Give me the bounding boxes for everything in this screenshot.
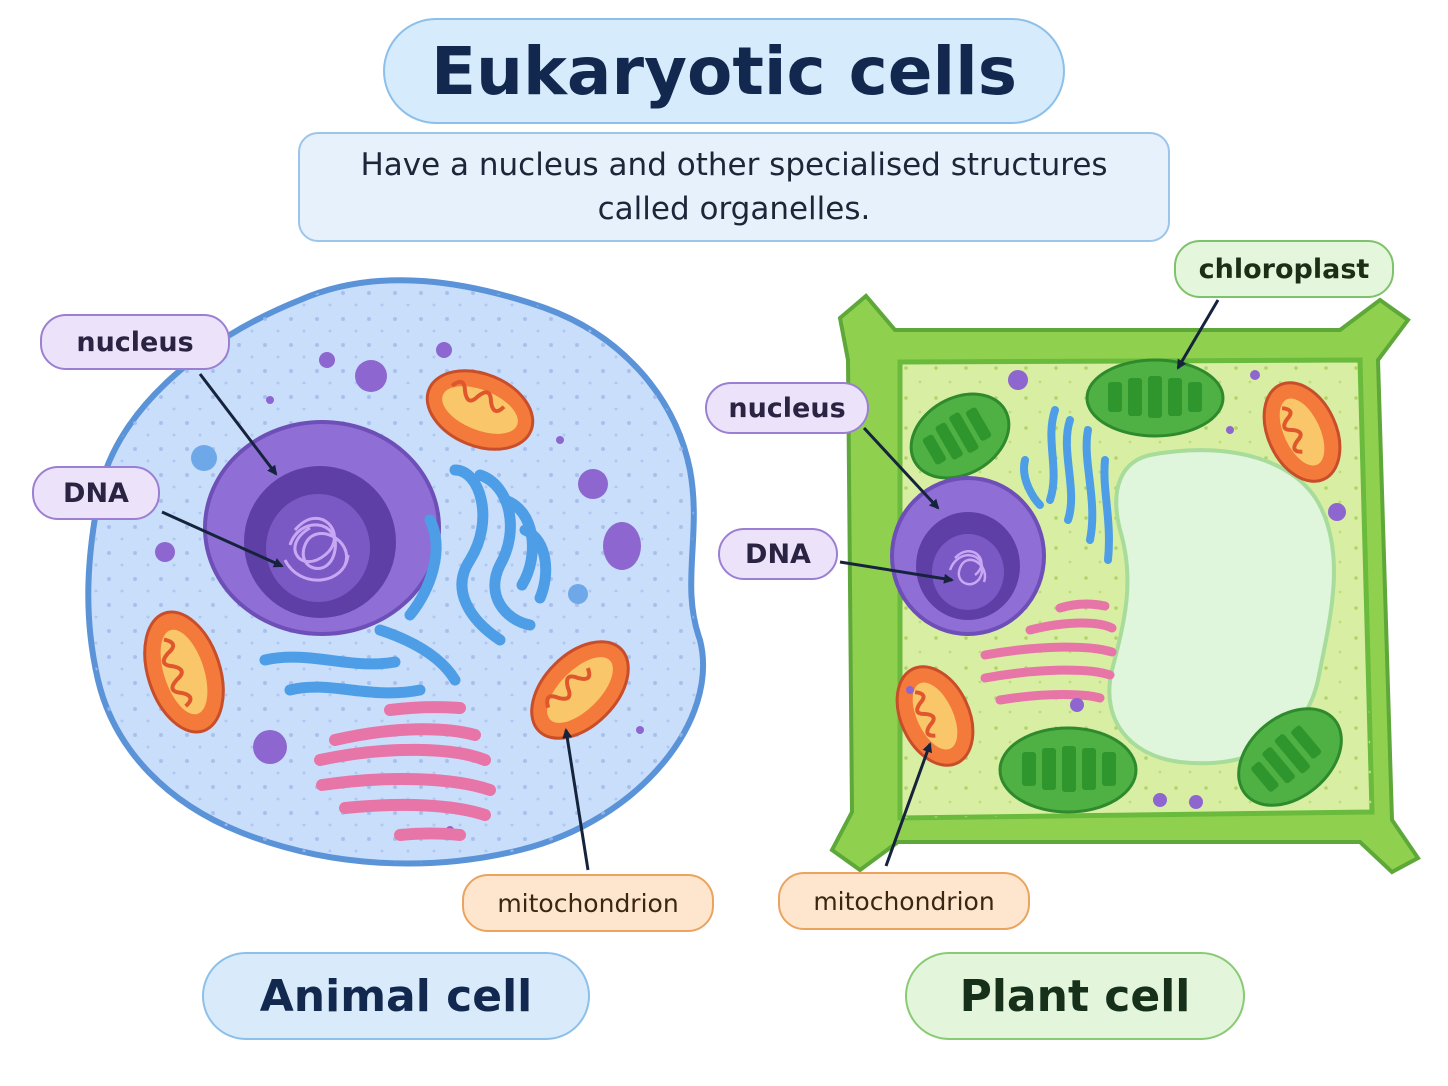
animal-cell <box>85 277 707 871</box>
plant-golgi <box>980 599 1117 705</box>
animal-mitochondrion-3 <box>530 640 630 740</box>
subtitle-line-1: Have a nucleus and other specialised str… <box>360 146 1108 183</box>
animal-mitochondrion-1 <box>425 369 535 451</box>
plant-mitochondrion-1 <box>1262 381 1342 483</box>
plant-dna-arrow <box>839 560 954 584</box>
animal-cell-caption: Animal cell <box>202 952 590 1040</box>
animal-endoplasmic-reticulum <box>259 464 552 699</box>
plant-vesicles <box>906 370 1346 809</box>
plant-chloroplast-4 <box>1237 707 1343 807</box>
plant-nucleus-label: nucleus <box>705 382 869 434</box>
plant-chloroplast-arrow <box>1176 299 1220 370</box>
plant-nucleus-arrow <box>862 426 940 510</box>
plant-dna-label: DNA <box>718 528 838 580</box>
animal-nucleus-arrow <box>198 373 278 476</box>
animal-mitochondrion-arrow <box>562 728 590 871</box>
plant-cell <box>829 293 1421 875</box>
plant-mitochondrion-label: mitochondrion <box>778 872 1030 930</box>
animal-dna-arrow <box>161 510 284 568</box>
plant-nucleus <box>890 476 1046 636</box>
page-title: Eukaryotic cells <box>383 18 1065 124</box>
animal-dna-label: DNA <box>32 466 160 520</box>
plant-chloroplast-1 <box>1085 358 1225 438</box>
plant-endoplasmic-reticulum <box>1020 406 1113 564</box>
animal-golgi <box>314 701 496 841</box>
plant-mitochondrion-arrow <box>884 742 932 867</box>
page-subtitle: Have a nucleus and other specialised str… <box>298 132 1170 242</box>
plant-vacuole <box>1107 448 1336 766</box>
plant-chloroplast-3 <box>998 726 1138 814</box>
animal-mitochondrion-2 <box>143 610 225 734</box>
animal-dna <box>283 516 350 582</box>
animal-vesicles <box>155 342 644 834</box>
plant-chloroplast-label: chloroplast <box>1174 240 1394 298</box>
animal-mitochondrion-label: mitochondrion <box>462 874 714 932</box>
plant-cell-caption: Plant cell <box>905 952 1245 1040</box>
animal-nucleus <box>203 420 441 636</box>
subtitle-line-2: called organelles. <box>597 191 871 227</box>
animal-nucleus-label: nucleus <box>40 314 230 370</box>
plant-mitochondrion-2 <box>895 665 975 767</box>
plant-chloroplast-2 <box>909 392 1011 480</box>
plant-dna <box>948 550 987 586</box>
